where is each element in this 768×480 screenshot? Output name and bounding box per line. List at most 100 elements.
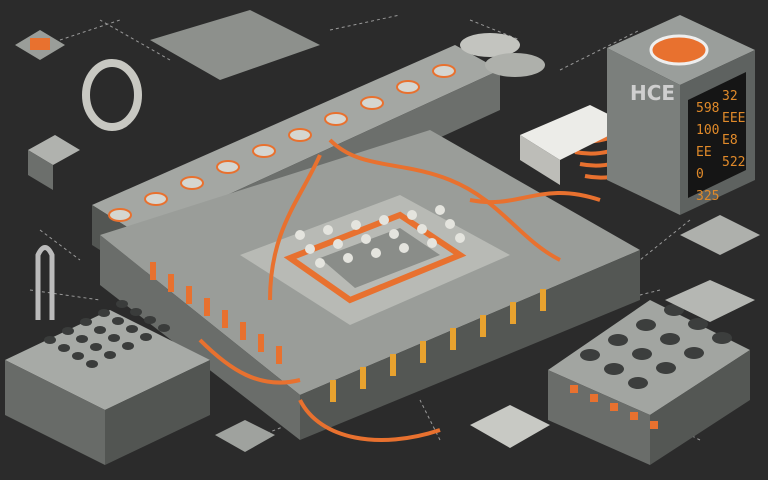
- button: [399, 243, 409, 253]
- key: [122, 342, 134, 350]
- knob: [324, 112, 348, 126]
- platform-knobs: [150, 205, 546, 402]
- small-components: [15, 10, 760, 452]
- control-knob: [664, 304, 684, 316]
- button: [417, 224, 427, 234]
- key: [104, 351, 116, 359]
- main-platform: [100, 130, 640, 440]
- button: [379, 215, 389, 225]
- knob: [216, 160, 240, 174]
- button: [315, 258, 325, 268]
- control-knob: [688, 318, 708, 330]
- readout: 32: [722, 89, 738, 104]
- indicator-light: [590, 394, 598, 402]
- key: [140, 333, 152, 341]
- button: [305, 244, 315, 254]
- key: [86, 360, 98, 368]
- toggle-switch: [330, 380, 336, 402]
- button: [343, 253, 353, 263]
- toggle-switch: [186, 286, 192, 304]
- key: [108, 334, 120, 342]
- button: [445, 219, 455, 229]
- button: [435, 205, 445, 215]
- keypad-keys: [44, 300, 170, 368]
- key: [62, 327, 74, 335]
- button: [427, 238, 437, 248]
- toggle-switch: [510, 302, 516, 324]
- knob: [396, 80, 420, 94]
- knob: [108, 208, 132, 222]
- indicator-light: [630, 412, 638, 420]
- control-knob: [580, 349, 600, 361]
- readout: EEE: [722, 111, 745, 126]
- readout: 100: [696, 123, 719, 138]
- rack-knobs: [108, 64, 456, 222]
- indicator-light: [570, 385, 578, 393]
- toggle-switch: [240, 322, 246, 340]
- toggle-switch: [222, 310, 228, 328]
- knob: [252, 144, 276, 158]
- key: [98, 309, 110, 317]
- knob: [432, 64, 456, 78]
- key: [130, 308, 142, 316]
- control-knob: [660, 333, 680, 345]
- key: [94, 326, 106, 334]
- control-knob: [636, 319, 656, 331]
- control-knob: [628, 377, 648, 389]
- key: [158, 324, 170, 332]
- key: [144, 316, 156, 324]
- knob: [144, 192, 168, 206]
- readout: 0: [696, 167, 704, 182]
- button: [371, 248, 381, 258]
- indicator-light: [650, 421, 658, 429]
- button: [407, 210, 417, 220]
- key: [112, 317, 124, 325]
- knob: [288, 128, 312, 142]
- toggle-switch: [168, 274, 174, 292]
- control-knob: [608, 334, 628, 346]
- keypad-console: [5, 300, 210, 465]
- toggle-switch: [480, 315, 486, 337]
- readout: 325: [696, 189, 719, 204]
- cabinet-label: HCE: [630, 81, 675, 105]
- toggle-switch: [450, 328, 456, 350]
- knob: [360, 96, 384, 110]
- button: [333, 239, 343, 249]
- toggle-switch: [258, 334, 264, 352]
- toggle-switch: [390, 354, 396, 376]
- control-console: [548, 300, 750, 465]
- readout: EE: [696, 145, 712, 160]
- button: [455, 233, 465, 243]
- key: [90, 343, 102, 351]
- knob: [180, 176, 204, 190]
- readout: 598: [696, 101, 719, 116]
- key: [76, 335, 88, 343]
- button: [351, 220, 361, 230]
- key: [72, 352, 84, 360]
- readout: 522: [722, 155, 745, 170]
- control-knob: [712, 332, 732, 344]
- control-knob: [656, 362, 676, 374]
- toggle-switch: [420, 341, 426, 363]
- key: [44, 336, 56, 344]
- toggle-switch: [204, 298, 210, 316]
- key: [116, 300, 128, 308]
- key: [80, 318, 92, 326]
- toggle-switch: [540, 289, 546, 311]
- readout: E8: [722, 133, 738, 148]
- toggle-switch: [276, 346, 282, 364]
- toggle-switch: [360, 367, 366, 389]
- button: [295, 230, 305, 240]
- key: [58, 344, 70, 352]
- white-module: [520, 105, 630, 185]
- control-knobs: [570, 304, 732, 429]
- button: [323, 225, 333, 235]
- toggle-switch: [150, 262, 156, 280]
- button: [389, 229, 399, 239]
- key: [126, 325, 138, 333]
- control-knob: [684, 347, 704, 359]
- button: [361, 234, 371, 244]
